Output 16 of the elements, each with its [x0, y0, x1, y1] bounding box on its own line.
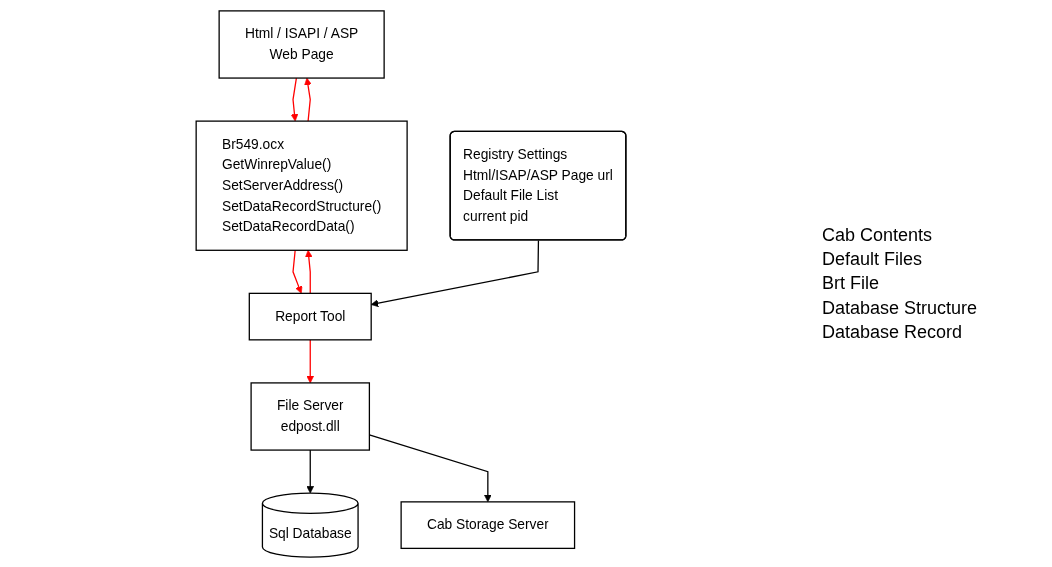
list-text: Brt File: [822, 272, 880, 296]
list-text: Database Structure: [822, 296, 979, 320]
arrow: [290, 76, 299, 121]
node-box: File Server edpost.dll: [250, 381, 371, 451]
list-text: Default Files: [822, 248, 924, 272]
list-text: Database Record: [822, 320, 964, 344]
node-box: Cab Storage Server: [400, 500, 576, 549]
node-box: Br549.ocx GetWinrepValue() SetServerAddress() SetDataRecordStructure() SetDataRecordData(): [195, 119, 408, 251]
node-box: Report Tool: [248, 292, 372, 340]
arrow: [292, 249, 303, 294]
list-text: Cab Contents: [822, 223, 934, 247]
arrow: [305, 249, 313, 294]
arrow: [306, 338, 315, 383]
node-box: Html / ISAPI / ASP Web Page: [218, 9, 385, 79]
arrow: [306, 448, 315, 493]
arrow: [304, 77, 312, 122]
